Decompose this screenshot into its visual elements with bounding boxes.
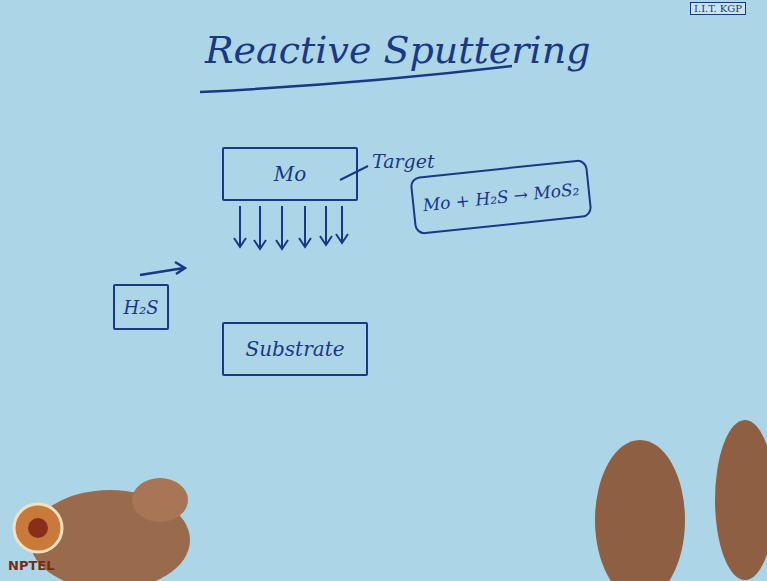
institute-mark: I.I.T. KGP <box>690 2 746 15</box>
reaction-box: Mo + H₂S → MoS₂ <box>409 159 592 235</box>
node-text: Mo <box>274 162 307 186</box>
nptel-logo <box>14 504 62 552</box>
node-text: Mo + H₂S → MoS₂ <box>422 179 580 215</box>
target-box: Mo <box>222 147 358 201</box>
title: Reactive Sputtering <box>205 28 590 72</box>
gas-flow-arrow <box>140 262 185 275</box>
nptel-logo <box>28 518 48 538</box>
target-label: Target <box>372 150 435 172</box>
sputter-arrows <box>234 206 348 249</box>
gas-box: H₂S <box>113 284 169 330</box>
node-text: H₂S <box>123 297 158 318</box>
leader-line <box>340 166 368 180</box>
node-text: Substrate <box>245 337 344 361</box>
nptel-watermark: NPTEL <box>8 558 54 573</box>
substrate-box: Substrate <box>222 322 368 376</box>
hands <box>30 420 767 581</box>
